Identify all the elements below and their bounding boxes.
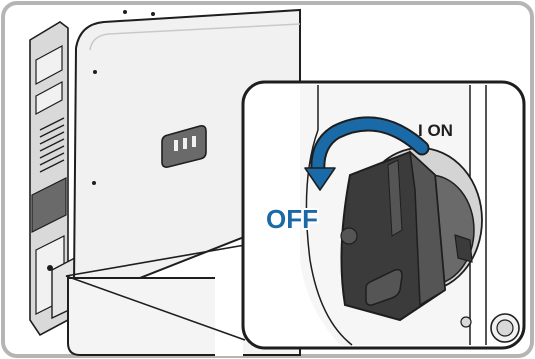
rotary-knob-icon — [341, 152, 445, 320]
screw — [123, 10, 127, 14]
screw — [151, 12, 155, 16]
screw — [92, 181, 96, 185]
on-position-label: I ON — [418, 121, 453, 140]
screw — [93, 70, 97, 74]
off-position-label: OFF — [266, 204, 318, 234]
